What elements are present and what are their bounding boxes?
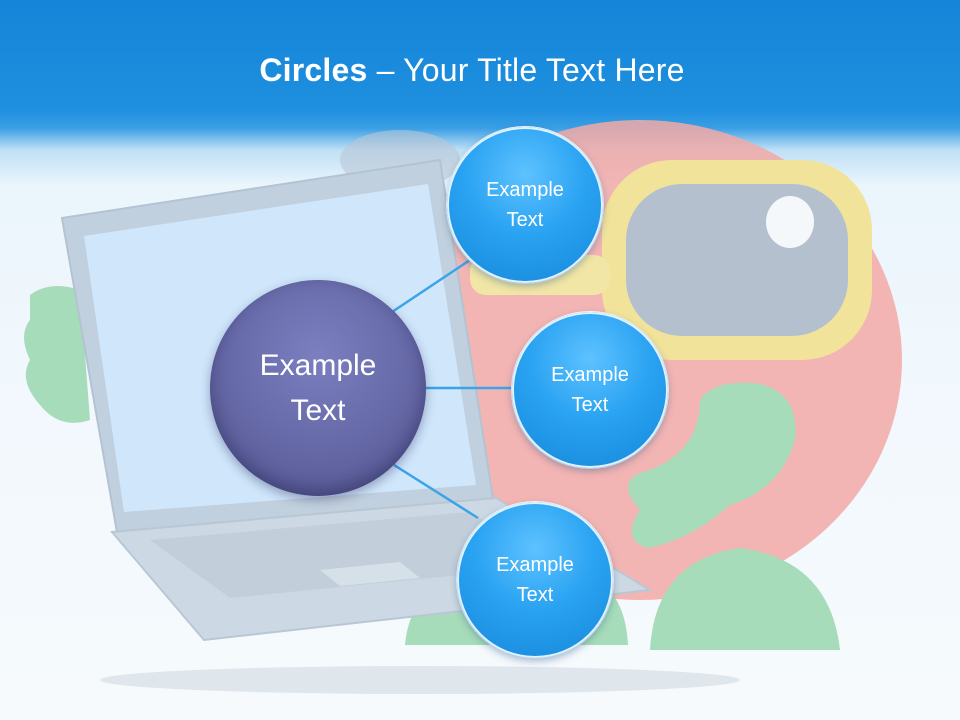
character-hand-right bbox=[628, 382, 796, 548]
connector-bottom bbox=[393, 463, 479, 520]
node-circle-middle: Example Text bbox=[512, 312, 668, 468]
slide-title-rest: – Your Title Text Here bbox=[367, 52, 685, 88]
slide-title-bold: Circles bbox=[259, 52, 368, 88]
node-circle-bottom: Example Text bbox=[457, 502, 613, 658]
node-middle-label-line2: Text bbox=[571, 394, 609, 416]
center-circle-label-line2: Text bbox=[290, 394, 346, 427]
node-bottom-label-line2: Text bbox=[516, 584, 554, 606]
floor-shadow bbox=[100, 666, 740, 694]
slide-title: Circles – Your Title Text Here bbox=[0, 52, 944, 89]
laptop-touchpad bbox=[320, 562, 420, 586]
center-circle-label-line1: Example bbox=[259, 349, 377, 382]
node-circle-top: Example Text bbox=[447, 127, 603, 283]
node-middle-label-line1: Example bbox=[551, 364, 629, 386]
connector-top bbox=[391, 254, 477, 314]
character-hand-left bbox=[24, 286, 90, 423]
node-top-label-line1: Example bbox=[486, 179, 564, 201]
node-bottom-label-line1: Example bbox=[496, 554, 574, 576]
laptop-keyboard bbox=[150, 512, 560, 598]
character-eye-highlight bbox=[766, 196, 814, 248]
node-top-label-line2: Text bbox=[506, 209, 544, 231]
center-circle: Example Text bbox=[210, 280, 426, 496]
character-foot-right bbox=[650, 548, 840, 650]
